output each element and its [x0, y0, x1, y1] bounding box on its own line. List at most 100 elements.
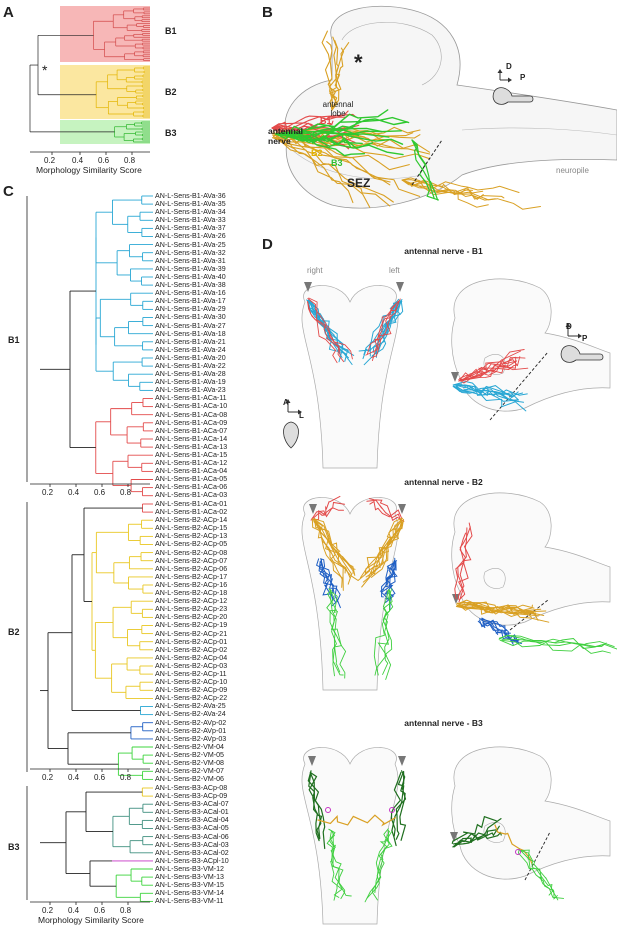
b3-leaf: AN-L-Sens-B3-VM-12 — [155, 864, 224, 873]
b2-red-neuron — [366, 499, 402, 522]
b1-cyan-neuron — [307, 299, 353, 365]
b3-leaf: AN-L-Sens-B3-ACal-01 — [155, 808, 229, 817]
b3-gold-neuron — [494, 824, 533, 865]
b1-leaf: AN-L-Sens-B1-AVa-24 — [155, 345, 226, 354]
b-label-b2: B2 — [311, 148, 323, 158]
front-brain-outline — [301, 747, 399, 925]
b2-leaf: AN-L-Sens-B2-ACp-02 — [155, 645, 228, 654]
b2-blue-neuron — [481, 618, 520, 645]
b2-gold-neuron — [360, 517, 403, 579]
b3-neuron-fiber — [275, 127, 383, 140]
nerve-entry-marker — [451, 372, 459, 382]
b3-leaf: AN-L-Sens-B3-ACpl-10 — [155, 856, 229, 865]
b2-blue-neuron — [477, 620, 514, 645]
b1-red-neuron — [366, 300, 399, 355]
b2-leaf: AN-L-Sens-B2-ACp-21 — [155, 629, 228, 638]
b2-leaf: AN-L-Sens-B2-AVp-03 — [155, 734, 227, 743]
larva-side-outline-icon — [560, 345, 604, 363]
b3-magenta-neuron — [389, 807, 395, 813]
b2-leaf: AN-L-Sens-B2-ACp-22 — [155, 694, 228, 703]
b1-leaf: AN-L-Sens-B1-ACa-05 — [155, 475, 228, 484]
larva-outline-icon — [283, 421, 299, 449]
c1-tick-3: 0.8 — [120, 488, 132, 497]
nerve-entry-marker — [308, 756, 316, 766]
d-right-label: right — [307, 266, 323, 275]
b2-leaf: AN-L-Sens-B2-AVp-02 — [155, 718, 227, 727]
d-compass-d: D — [566, 322, 572, 331]
b2-leaf: AN-L-Sens-B1-ACa-02 — [155, 508, 228, 517]
b1-leaf: AN-L-Sens-B1-AVa-33 — [155, 216, 226, 225]
c-group-b3: B3 — [8, 842, 20, 852]
b2-blue-neuron — [381, 560, 398, 598]
b1-red-neuron — [371, 298, 401, 358]
c-group-b1: B1 — [8, 335, 20, 345]
b1-leaf: AN-L-Sens-B1-ACa-14 — [155, 434, 228, 443]
b1-leaf: AN-L-Sens-B1-AVa-19 — [155, 378, 226, 387]
b1-leaf: AN-L-Sens-B1-AVa-37 — [155, 224, 226, 233]
panel-label-a: A — [3, 4, 14, 21]
c1-tick-2: 0.6 — [94, 488, 106, 497]
b2-red-neuron — [311, 507, 344, 520]
b3-neuron-fiber — [275, 118, 362, 136]
b1-red-neuron — [308, 297, 341, 356]
b1-red-neuron — [307, 301, 353, 360]
b1-red-neuron — [460, 356, 521, 382]
nerve-entry-marker — [398, 756, 406, 766]
b1-leaf: AN-L-Sens-B1-AVa-31 — [155, 256, 226, 265]
b2-gold-neuron — [313, 521, 343, 588]
b2-neuron-fiber — [326, 41, 338, 111]
b1-neuron-fiber — [271, 116, 346, 130]
compass-arrow — [298, 409, 302, 415]
b3-darkgreen-neuron — [391, 770, 405, 847]
b1-leaf: AN-L-Sens-B1-AVa-22 — [155, 361, 226, 370]
b2-neuron-fiber — [401, 179, 496, 201]
sez-boundary-line — [524, 831, 551, 881]
b2-leaf: AN-L-Sens-B2-ACp-16 — [155, 580, 228, 589]
b-asterisk: * — [354, 50, 363, 75]
d-compass-p: P — [582, 334, 588, 343]
b2-leaf: AN-L-Sens-B2-VM-05 — [155, 750, 224, 759]
b3-leaf: AN-L-Sens-B3-VM-11 — [155, 897, 224, 906]
panel-label-c: C — [3, 183, 14, 200]
b2-leaf: AN-L-Sens-B2-AVa-25 — [155, 702, 226, 711]
b2-leaf: AN-L-Sens-B2-VM-08 — [155, 759, 224, 767]
b3-leaf: AN-L-Sens-B3-ACal-04 — [155, 816, 229, 825]
b2-green-neuron — [501, 639, 611, 654]
b2-red-neuron — [368, 498, 405, 522]
b2-leaf: AN-L-Sens-B2-VM-06 — [155, 775, 224, 784]
c-xlabel: Morphology Similarity Score — [38, 915, 144, 925]
b3-leaf: AN-L-Sens-B3-VM-14 — [155, 889, 224, 898]
b2-leaf: AN-L-Sens-B2-ACp-05 — [155, 540, 228, 549]
b2-leaf: AN-L-Sens-B2-ACp-10 — [155, 678, 228, 687]
b3-neuron-fiber — [275, 133, 374, 150]
b2-gold-neuron — [313, 518, 356, 576]
b2-gold-neuron — [313, 520, 354, 575]
b2-green-neuron — [374, 588, 394, 676]
b2-blue-neuron — [318, 561, 335, 593]
b1-cyan-neuron — [452, 385, 519, 402]
b3-leaf: AN-L-Sens-B3-VM-15 — [155, 881, 224, 890]
a-group-b2: B2 — [165, 87, 177, 97]
b1-leaf: AN-L-Sens-B1-ACa-09 — [155, 418, 228, 427]
b1-leaf: AN-L-Sens-B1-ACa-03 — [155, 491, 228, 500]
b1-leaf: AN-L-Sens-B1-AVa-38 — [155, 281, 226, 290]
b2-leaf: AN-L-Sens-B2-VM-07 — [155, 767, 224, 776]
b2-leaf: AN-L-Sens-B2-ACp-20 — [155, 613, 228, 622]
c3-tick-3: 0.8 — [120, 906, 132, 915]
b2-leaf: AN-L-Sens-B2-ACp-18 — [155, 589, 228, 598]
b1-leaf: AN-L-Sens-B1-AVa-28 — [155, 370, 226, 379]
b3-darkgreen-neuron — [452, 829, 499, 845]
b1-leaf: AN-L-Sens-B1-AVa-25 — [155, 240, 226, 249]
compass-arrow — [565, 323, 571, 327]
b2-red-neuron — [310, 495, 341, 521]
a-tick-2: 0.6 — [98, 156, 110, 165]
b2-neuron-fiber — [401, 179, 520, 193]
b1-red-neuron — [307, 298, 345, 363]
b1-leaf: AN-L-Sens-B1-AVa-21 — [155, 337, 226, 346]
d-title-b3: antennal nerve - B3 — [404, 718, 483, 728]
b-label-b3: B3 — [331, 158, 343, 168]
b2-neuron-fiber — [331, 47, 345, 111]
b3-leaf: AN-L-Sens-B3-ACal-02 — [155, 848, 229, 857]
